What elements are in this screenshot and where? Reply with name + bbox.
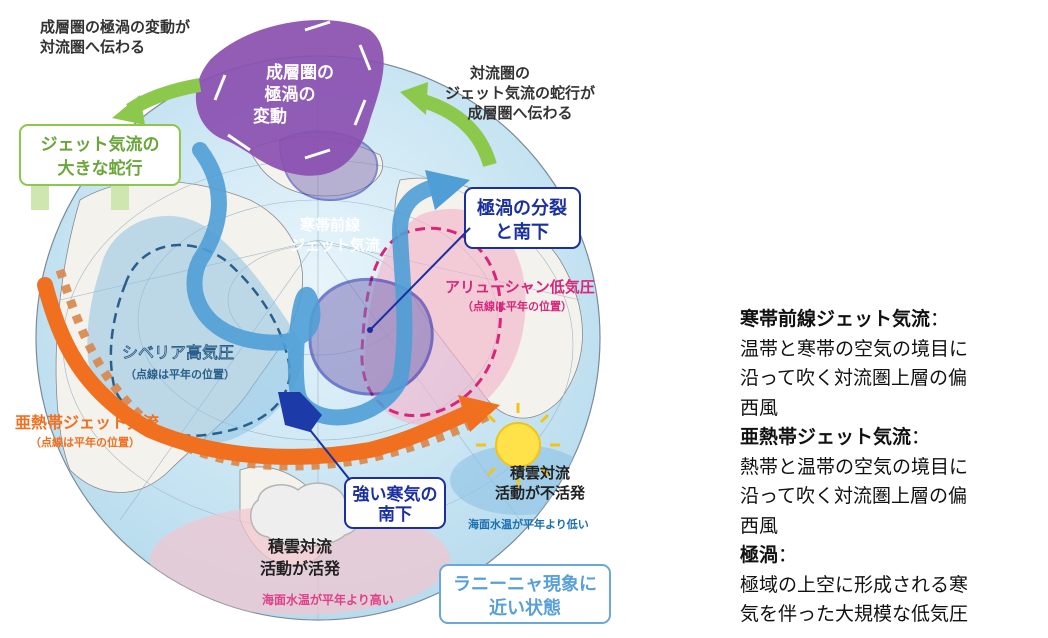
svg-text:成層圏の極渦の変動が対流圏へ伝わる: 成層圏の極渦の変動が対流圏へ伝わる xyxy=(39,18,191,56)
svg-text:強い寒気の南下: 強い寒気の南下 xyxy=(353,484,438,525)
legend-line: 温帯と寒帯の空気の境目に xyxy=(740,337,969,360)
siberian-note: （点線は平年の位置） xyxy=(125,367,235,381)
vortex-label-line1: 成層圏の xyxy=(266,62,334,83)
legend-term: 極渦 xyxy=(740,544,779,566)
legend-line: 熱帯と温帯の空気の境目に xyxy=(740,455,969,478)
siberian-high-label: シベリア高気圧 xyxy=(122,343,234,362)
svg-text:ジェット気流の大きな蛇行: ジェット気流の大きな蛇行 xyxy=(41,134,160,179)
meander-box-line2: 大きな蛇行 xyxy=(58,158,143,179)
vortex-label-line2: 極渦の xyxy=(265,84,316,105)
convection-inactive-line1: 積雲対流 xyxy=(509,464,570,482)
vortex-split-box xyxy=(367,187,581,333)
cold-air-arrow xyxy=(278,392,322,432)
legend-item-subtropical-jet: 亜熱帯ジェット気流： 熱帯と温帯の空気の境目に 沿って吹く対流圏上層の偏 西風 xyxy=(740,423,1040,541)
svg-text:ラニーニャ現象に近い状態: ラニーニャ現象に近い状態 xyxy=(453,573,597,619)
jet-stream-diagram: 成層圏の極渦の変動が対流圏へ伝わる 対流圏のジェット気流の蛇行が成層圏へ伝わる … xyxy=(15,18,611,624)
cold-air-box xyxy=(309,429,446,529)
vortex-split-line2: と南下 xyxy=(495,221,549,243)
stratospheric-vortex xyxy=(195,20,384,176)
arrow-topright-line3: 成層圏へ伝わる xyxy=(467,104,572,122)
svg-text:積雲対流活動が活発: 積雲対流活動が活発 xyxy=(260,537,341,578)
svg-text:寒帯前線ジェット気流: 寒帯前線ジェット気流 xyxy=(290,216,380,254)
meander-box xyxy=(19,124,181,186)
sst-high-label: 海面水温が平年より高い xyxy=(262,592,394,607)
aleutian-low-label: アリューシャン低気圧 xyxy=(445,278,595,296)
legend-line: 西風 xyxy=(740,396,779,419)
cold-air-line2: 南下 xyxy=(378,504,412,525)
legend: 寒帯前線ジェット気流： 温帯と寒帯の空気の境目に 沿って吹く対流圏上層の偏 西風… xyxy=(740,305,1040,630)
aleutian-note: （点線は平年の位置） xyxy=(462,299,572,313)
legend-item-polar-vortex: 極渦： 極域の上空に形成される寒 気を伴った大規模な低気圧 xyxy=(740,541,1040,630)
arrow-topleft-line1: 成層圏の極渦の変動が xyxy=(40,18,191,36)
arrow-trop-to-strat-head xyxy=(400,82,428,115)
polar-jet-label-line1: 寒帯前線 xyxy=(300,216,360,234)
legend-sep: ： xyxy=(778,544,798,566)
legend-item-polar-jet: 寒帯前線ジェット気流： 温帯と寒帯の空気の境目に 沿って吹く対流圏上層の偏 西風 xyxy=(740,305,1040,423)
legend-line: 沿って吹く対流圏上層の偏 xyxy=(740,485,968,507)
sst-low-label: 海面水温が平年より低い xyxy=(468,517,589,531)
legend-line: 沿って吹く対流圏上層の偏 xyxy=(740,367,968,389)
legend-term: 亜熱帯ジェット気流 xyxy=(740,426,912,448)
legend-sep: ： xyxy=(911,426,931,448)
arrow-topleft-line2: 対流圏へ伝わる xyxy=(39,38,145,56)
lanina-line1: ラニーニャ現象に xyxy=(453,573,597,595)
svg-text:積雲対流活動が不活発: 積雲対流活動が不活発 xyxy=(495,464,586,502)
meander-box-line1: ジェット気流の xyxy=(41,134,160,155)
lanina-line2: 近い状態 xyxy=(489,597,561,619)
arrow-topright-line1: 対流圏の xyxy=(469,64,530,82)
svg-text:対流圏のジェット気流の蛇行が成層圏へ伝わる: 対流圏のジェット気流の蛇行が成層圏へ伝わる xyxy=(445,64,596,122)
polar-jet-arrowhead xyxy=(425,170,470,210)
sun-icon xyxy=(476,403,560,487)
legend-line: 気を伴った大規模な低気圧 xyxy=(740,603,969,625)
legend-line: 西風 xyxy=(740,514,779,537)
vortex-split-line1: 極渦の分裂 xyxy=(477,197,567,219)
svg-text:極渦の分裂と南下: 極渦の分裂と南下 xyxy=(477,197,567,243)
lanina-box xyxy=(439,564,611,624)
convection-active-line1: 積雲対流 xyxy=(267,537,332,556)
warm-sst-area xyxy=(150,505,450,615)
subtropical-jet-stream xyxy=(37,277,478,465)
convection-inactive-line2: 活動が不活発 xyxy=(495,484,586,502)
subtropical-jet-label: 亜熱帯ジェット気流 xyxy=(15,413,159,432)
arrow-trop-to-strat xyxy=(417,93,497,168)
arrow-strat-to-trop-head xyxy=(112,95,145,125)
subtropical-note: （点線は平年の位置） xyxy=(30,435,140,449)
arrow-topright-line2: ジェット気流の蛇行が xyxy=(445,84,596,102)
polar-jet-stream xyxy=(186,142,448,426)
legend-term: 寒帯前線ジェット気流 xyxy=(740,308,931,330)
legend-sep: ： xyxy=(930,308,950,330)
cold-air-line1: 強い寒気の xyxy=(353,484,438,505)
subtropical-jet-arrowhead xyxy=(458,395,500,432)
polar-jet-label-line2: ジェット気流 xyxy=(290,236,380,254)
legend-line: 極域の上空に形成される寒 xyxy=(740,573,969,596)
vortex-label-line3: 変動 xyxy=(253,106,287,127)
convection-active-line2: 活動が活発 xyxy=(260,559,341,578)
svg-text:成層圏の極渦の変動: 成層圏の極渦の変動 xyxy=(253,62,334,127)
